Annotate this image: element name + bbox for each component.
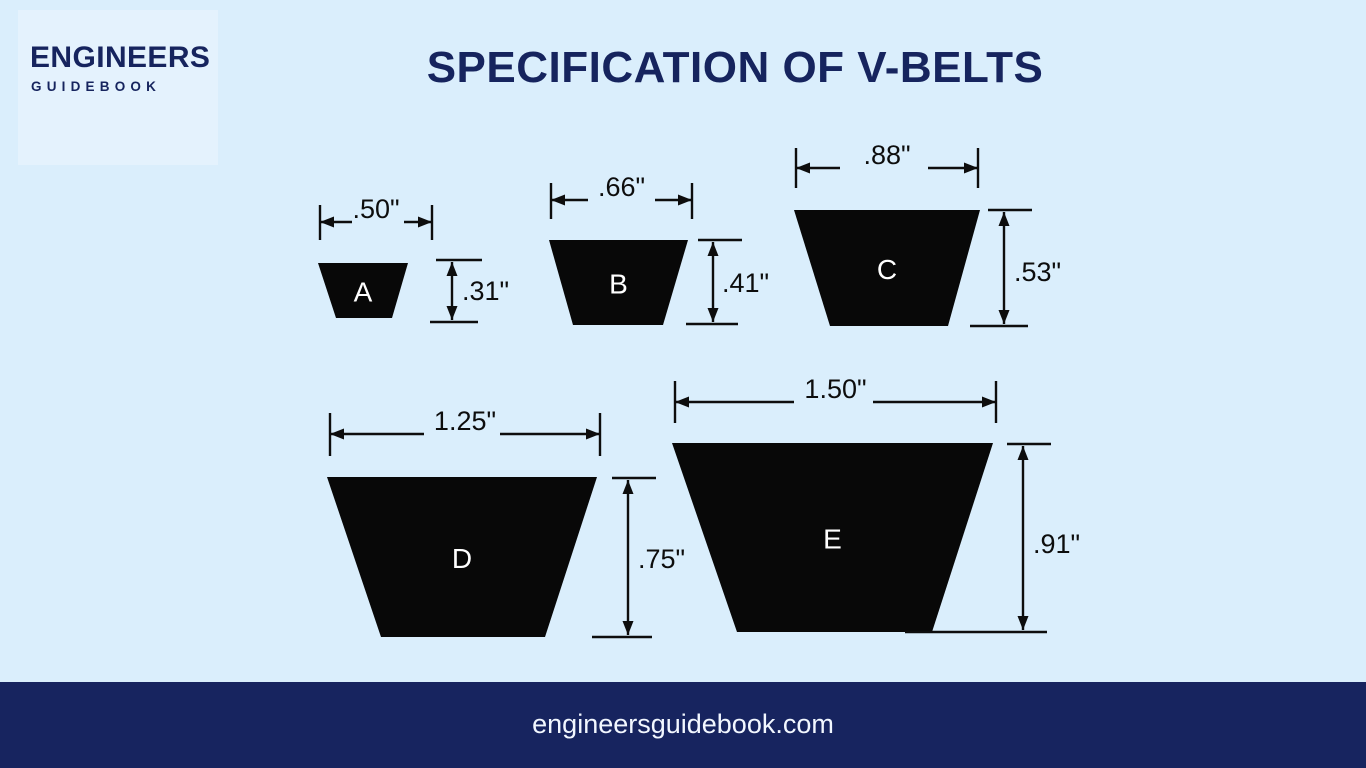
height-dimension-label-b: .41" <box>722 268 769 298</box>
width-arrow-right-c <box>964 162 978 174</box>
belt-shape-b <box>549 240 688 325</box>
belt-label-d: D <box>452 543 472 574</box>
height-arrow-top-b <box>707 242 719 256</box>
width-dimension-label-a: .50" <box>352 194 399 224</box>
belt-group-b: B .66" .41" <box>549 172 769 326</box>
height-arrow-bottom-a <box>446 306 458 320</box>
width-arrow-left-a <box>320 216 334 228</box>
belt-label-a: A <box>354 277 373 308</box>
width-arrow-right-e <box>982 396 996 408</box>
width-arrow-left-c <box>796 162 810 174</box>
height-arrow-bottom-b <box>707 308 719 322</box>
width-arrow-left-b <box>551 194 565 206</box>
width-arrow-right-d <box>586 428 600 440</box>
height-arrow-top-e <box>1017 446 1029 460</box>
belt-group-d: D 1.25" .75" <box>327 406 685 639</box>
height-arrow-top-d <box>622 480 634 494</box>
width-dimension-label-c: .88" <box>863 140 910 170</box>
belt-group-c: C .88" .53" <box>794 140 1061 328</box>
logo-primary-text: ENGINEERS <box>30 41 211 74</box>
height-arrow-bottom-e <box>1017 616 1029 630</box>
footer-website-url: engineersguidebook.com <box>532 709 834 739</box>
belt-group-a: A .50" .31" <box>318 194 509 324</box>
belt-label-e: E <box>823 524 842 555</box>
width-arrow-left-e <box>675 396 689 408</box>
height-arrow-top-c <box>998 212 1010 226</box>
width-dimension-label-d: 1.25" <box>434 406 496 436</box>
logo-panel <box>18 10 218 165</box>
height-dimension-label-a: .31" <box>462 276 509 306</box>
belt-label-c: C <box>877 254 897 285</box>
footer-bar: engineersguidebook.com <box>0 682 1366 768</box>
belt-group-e: E 1.50" .91" <box>672 374 1080 634</box>
width-arrow-right-a <box>418 216 432 228</box>
v-belt-cross-section-diagram: A .50" .31" B .66" .41" C .88" .53" D 1.25" .75" E 1.… <box>318 140 1080 639</box>
width-dimension-label-b: .66" <box>598 172 645 202</box>
page-title-text: SPECIFICATION OF V-BELTS <box>426 43 1044 92</box>
logo-secondary-text: GUIDEBOOK <box>31 79 162 94</box>
height-arrow-bottom-d <box>622 621 634 635</box>
height-dimension-label-e: .91" <box>1033 529 1080 559</box>
height-dimension-label-c: .53" <box>1014 257 1061 287</box>
belt-label-b: B <box>609 269 628 300</box>
width-arrow-right-b <box>678 194 692 206</box>
belt-shape-d <box>327 477 597 637</box>
height-dimension-label-d: .75" <box>638 544 685 574</box>
width-dimension-label-e: 1.50" <box>804 374 866 404</box>
belt-shape-c <box>794 210 980 326</box>
belt-shape-a <box>318 263 408 318</box>
width-arrow-left-d <box>330 428 344 440</box>
height-arrow-bottom-c <box>998 310 1010 324</box>
belt-shape-e <box>672 443 993 632</box>
page-title: SPECIFICATION OF V-BELTS <box>0 43 1366 92</box>
height-arrow-top-a <box>446 262 458 276</box>
